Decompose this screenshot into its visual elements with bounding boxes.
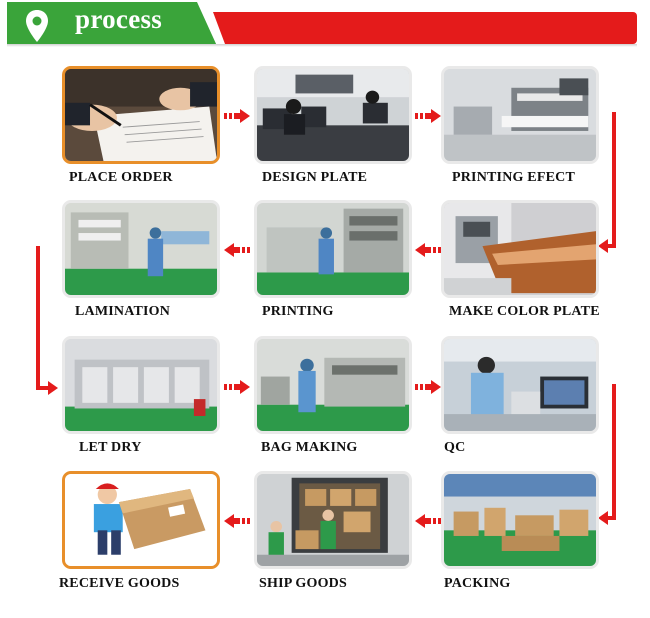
arrow-left-icon bbox=[415, 243, 441, 257]
step-label: RECEIVE GOODS bbox=[59, 576, 180, 591]
step-label: PLACE ORDER bbox=[69, 170, 173, 185]
step-ship-goods-photo bbox=[254, 471, 412, 569]
step-label: QC bbox=[444, 440, 466, 455]
location-pin-icon bbox=[26, 10, 48, 42]
step-bag-making-photo bbox=[254, 336, 412, 434]
step-label: DESIGN PLATE bbox=[262, 170, 368, 185]
step-label: SHIP GOODS bbox=[259, 576, 347, 591]
step-let-dry-photo bbox=[62, 336, 220, 434]
arrow-right-icon bbox=[415, 380, 441, 394]
step-label: LET DRY bbox=[79, 440, 142, 455]
page-title: process bbox=[75, 4, 163, 34]
step-label: BAG MAKING bbox=[261, 440, 358, 455]
header-red-bar bbox=[213, 12, 637, 44]
arrow-left-icon bbox=[224, 514, 250, 528]
arrow-right-icon bbox=[224, 109, 250, 123]
connector-down-icon bbox=[598, 384, 620, 526]
step-make-color-plate-photo bbox=[441, 200, 599, 298]
step-qc-photo bbox=[441, 336, 599, 434]
process-header: process bbox=[7, 2, 637, 47]
step-label: MAKE COLOR PLATE bbox=[449, 304, 600, 319]
arrow-right-icon bbox=[224, 380, 250, 394]
connector-down-icon bbox=[598, 112, 620, 254]
step-label: PACKING bbox=[444, 576, 511, 591]
arrow-right-icon bbox=[415, 109, 441, 123]
step-packing-photo bbox=[441, 471, 599, 569]
step-label: PRINTING EFECT bbox=[452, 170, 575, 185]
step-label: PRINTING bbox=[262, 304, 334, 319]
arrow-left-icon bbox=[224, 243, 250, 257]
connector-down-icon bbox=[36, 246, 58, 396]
step-receive-goods-photo bbox=[62, 471, 220, 569]
step-lamination-photo bbox=[62, 200, 220, 298]
arrow-left-icon bbox=[415, 514, 441, 528]
step-printing-efect-photo bbox=[441, 66, 599, 164]
step-place-order-photo bbox=[62, 66, 220, 164]
step-label: LAMINATION bbox=[75, 304, 171, 319]
step-design-plate-photo bbox=[254, 66, 412, 164]
step-printing-photo bbox=[254, 200, 412, 298]
